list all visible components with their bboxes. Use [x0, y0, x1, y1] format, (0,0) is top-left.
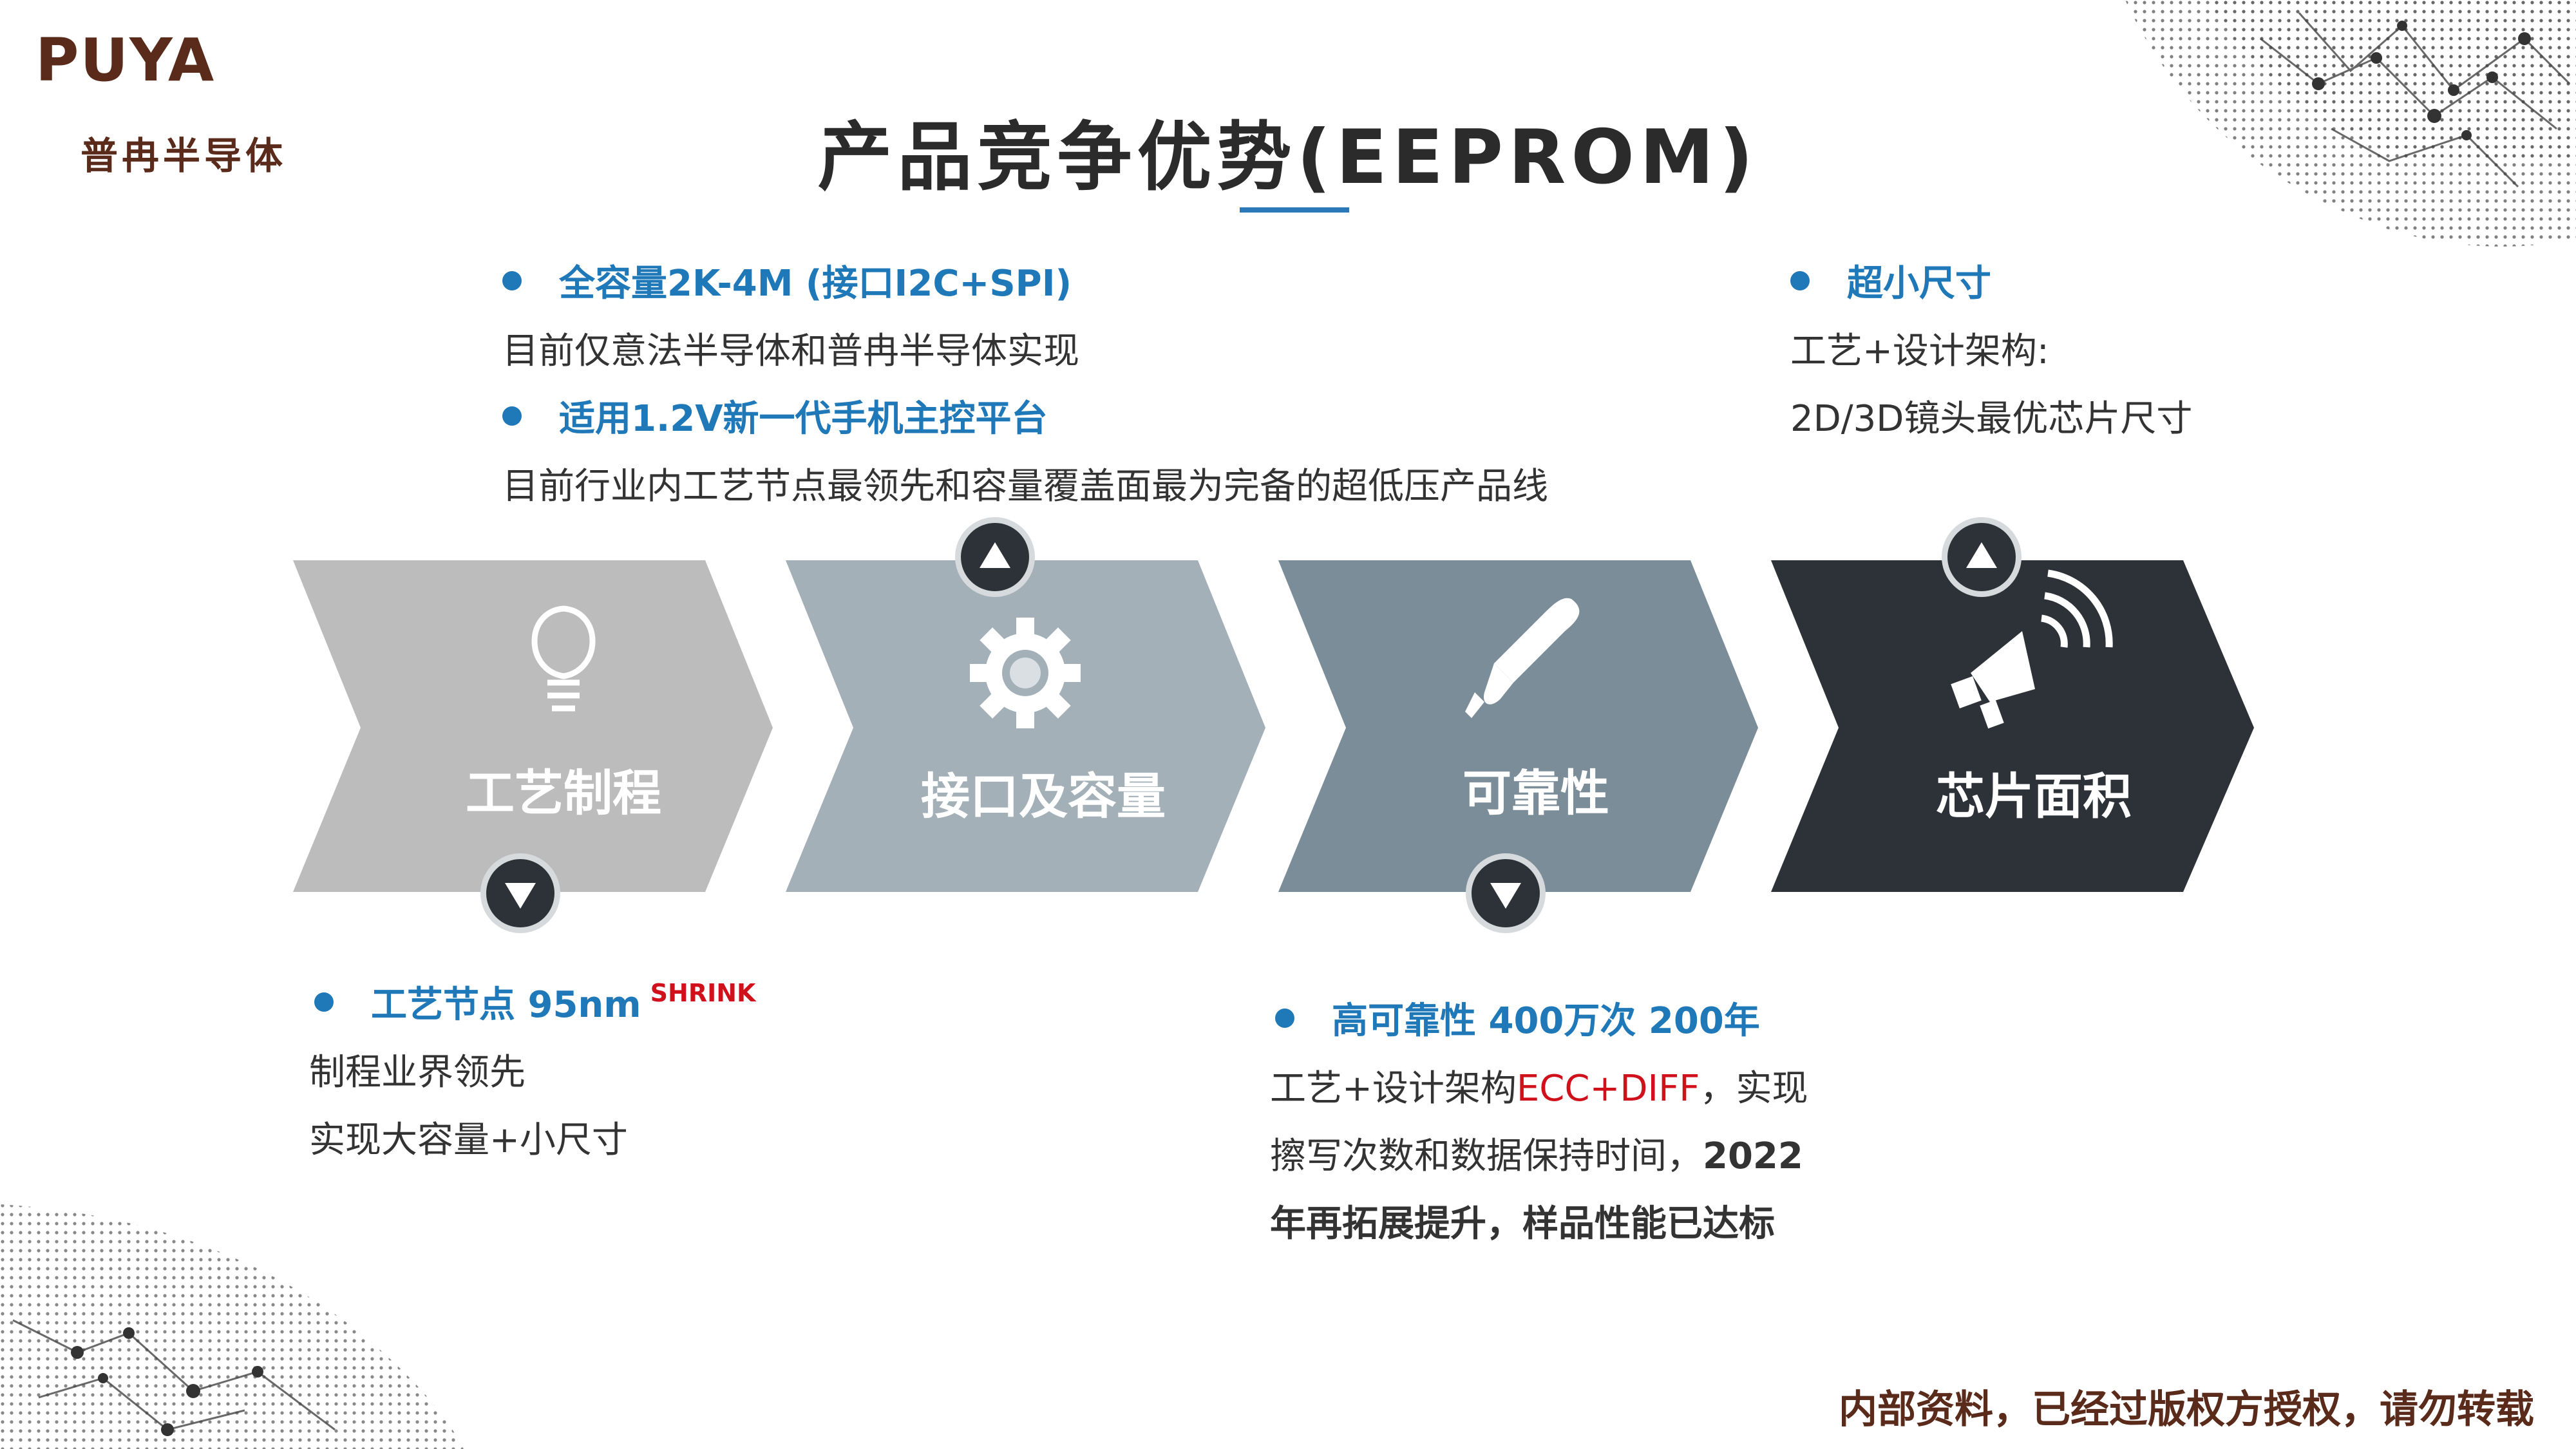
process-bullet: 工艺节点 95nm SHRINK — [314, 976, 755, 1028]
chevron-reliability — [1278, 560, 1758, 892]
area-text-2: 2D/3D镜头最优芯片尺寸 — [1790, 398, 2193, 440]
area-bullet: 超小尺寸 — [1790, 254, 1991, 307]
bullet-text: 全容量2K-4M (接口I2C+SPI) — [559, 263, 1072, 305]
copyright-notice: 内部资料，已经过版权方授权，请勿转载 — [1839, 1387, 2534, 1432]
bullet-dot — [314, 992, 334, 1012]
puya-logo-mark: PUYA — [35, 26, 215, 95]
down-arrow-icon — [1490, 883, 1521, 909]
step-label-area: 芯片面积 — [1936, 768, 2132, 825]
bullet-dot — [502, 406, 522, 426]
interface-text-2: 目前行业内工艺节点最领先和容量覆盖面最为完备的超低压产品线 — [502, 466, 1548, 507]
reliability-year: 2022 — [1703, 1135, 1803, 1177]
marker-up-interface — [955, 517, 1035, 597]
reliability-text-1a: 工艺+设计架构 — [1270, 1068, 1517, 1110]
process-chevrons — [293, 560, 2254, 892]
reliability-text-1: 工艺+设计架构ECC+DIFF，实现 — [1270, 1059, 1808, 1112]
up-arrow-icon — [980, 542, 1010, 568]
interface-bullet-capacity: 全容量2K-4M (接口I2C+SPI) — [502, 254, 1072, 307]
page-title: 产品竞争优势(EEPROM) — [817, 114, 1759, 201]
up-arrow-icon — [1966, 542, 1997, 568]
interface-block-2: 适用1.2V新一代手机主控平台 — [502, 390, 1048, 442]
bullet-text: 超小尺寸 — [1847, 263, 1991, 305]
chevron-process — [293, 560, 773, 892]
bullet-text: 适用1.2V新一代手机主控平台 — [559, 398, 1048, 440]
down-arrow-icon — [505, 883, 536, 909]
process-block: 工艺节点 95nm SHRINK — [314, 976, 755, 1028]
title-underline — [1240, 207, 1349, 213]
bullet-dot — [502, 270, 522, 290]
company-logo: PUYA 普冉半导体 — [35, 26, 283, 178]
bullet-dot — [1790, 270, 1810, 290]
marker-down-reliability — [1466, 853, 1546, 933]
step-label-interface: 接口及容量 — [921, 768, 1166, 825]
bullet-text: 高可靠性 400万次 200年 — [1332, 1000, 1760, 1042]
step-label-reliability: 可靠性 — [1463, 764, 1609, 822]
bullet-dot — [1275, 1008, 1294, 1028]
marker-up-area — [1942, 517, 2022, 597]
megaphone-icon — [1951, 569, 2113, 729]
reliability-bullet: 高可靠性 400万次 200年 — [1275, 992, 1760, 1044]
reliability-text-3: 年再拓展提升，样品性能已达标 — [1270, 1203, 1775, 1245]
pen-icon — [1465, 598, 1580, 718]
logo-wordmark: PUYA — [35, 26, 215, 95]
interface-bullet-voltage: 适用1.2V新一代手机主控平台 — [502, 390, 1048, 442]
interface-block: 全容量2K-4M (接口I2C+SPI) — [502, 254, 1072, 307]
reliability-text-1b: ，实现 — [1700, 1068, 1808, 1110]
reliability-text-2a: 擦写次数和数据保持时间， — [1270, 1135, 1703, 1177]
company-name: 普冉半导体 — [80, 134, 287, 178]
interface-text-1: 目前仅意法半导体和普冉半导体实现 — [502, 330, 1079, 372]
gear-icon — [970, 618, 1081, 728]
globe-decoration-bottom-left — [0, 1204, 464, 1449]
reliability-text-2: 擦写次数和数据保持时间，2022 — [1270, 1127, 1803, 1179]
process-text-2: 实现大容量+小尺寸 — [309, 1119, 628, 1161]
shrink-superscript: SHRINK — [650, 978, 756, 1007]
chevron-area — [1771, 560, 2254, 892]
globe-decoration-top-right — [2125, 0, 2576, 247]
reliability-block: 高可靠性 400万次 200年 — [1275, 992, 1760, 1044]
bullet-text: 工艺节点 95nm — [371, 984, 641, 1026]
marker-down-process — [480, 853, 560, 933]
area-block: 超小尺寸 — [1790, 254, 1991, 307]
area-text-1: 工艺+设计架构: — [1790, 330, 2049, 372]
process-text-1: 制程业界领先 — [309, 1052, 526, 1094]
step-label-process: 工艺制程 — [466, 764, 661, 822]
ecc-diff-highlight: ECC+DIFF — [1516, 1068, 1700, 1110]
lightbulb-icon — [531, 605, 596, 712]
